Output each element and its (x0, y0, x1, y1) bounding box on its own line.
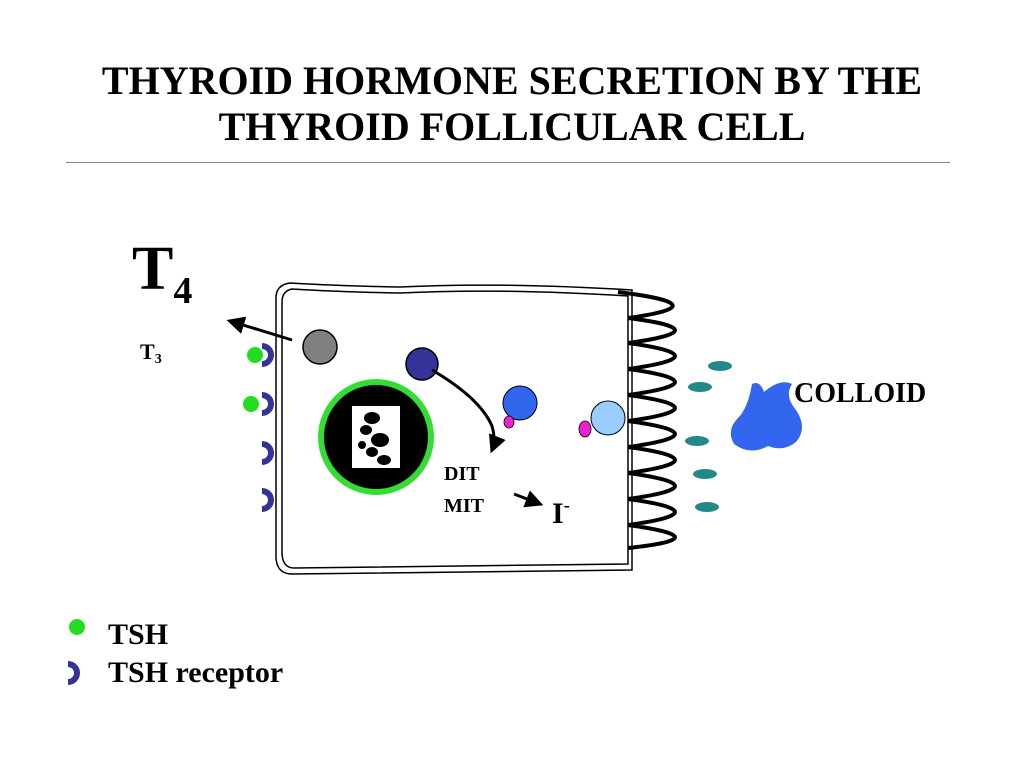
title-divider (66, 162, 950, 163)
tsh-molecule (247, 347, 263, 363)
t3-label: T3 (140, 339, 162, 368)
navy-vesicle (405, 347, 439, 381)
legend-tsh-label: TSH (108, 618, 169, 651)
page-title: THYROID HORMONE SECRETION BY THE THYROID… (0, 58, 1024, 150)
microvilli-dot (695, 502, 719, 512)
legend-receptor-icon (67, 661, 80, 685)
chromatin (358, 412, 391, 465)
microvilli-dot (688, 382, 712, 392)
iodide-label: I- (552, 495, 570, 530)
magenta-droplet (503, 415, 515, 429)
blue-vesicle (502, 385, 538, 421)
colloid-blob (730, 382, 802, 451)
tsh-receptor (261, 488, 274, 512)
apical-microvilli (617, 290, 677, 550)
magenta-droplet (578, 420, 592, 438)
cell-membrane-inner (281, 288, 629, 569)
microvilli-dot (693, 469, 717, 479)
tsh-receptor (261, 392, 274, 416)
tsh-receptor (261, 343, 274, 367)
deiodination-arrow (513, 490, 544, 508)
dit-label: DIT (444, 463, 480, 485)
t4-label: T4 (132, 235, 193, 312)
microvilli-dot (685, 436, 709, 446)
light-blue-vesicle (590, 400, 626, 436)
gray-vesicle (302, 329, 338, 365)
cell-membrane-outer (275, 282, 633, 575)
colloid-label: COLLOID (794, 378, 927, 409)
legend-tsh-icon (69, 619, 85, 635)
tsh-receptor (261, 441, 274, 465)
title-line-1: THYROID HORMONE SECRETION BY THE (101, 58, 923, 103)
legend-receptor-label: TSH receptor (108, 656, 284, 689)
secretion-arrow (226, 316, 293, 342)
vesicle-arrow (431, 368, 506, 454)
mit-label: MIT (444, 495, 484, 517)
tsh-molecule (243, 396, 259, 412)
microvilli-dot (708, 361, 732, 371)
title-line-2: THYROID FOLLICULAR CELL (218, 104, 806, 149)
